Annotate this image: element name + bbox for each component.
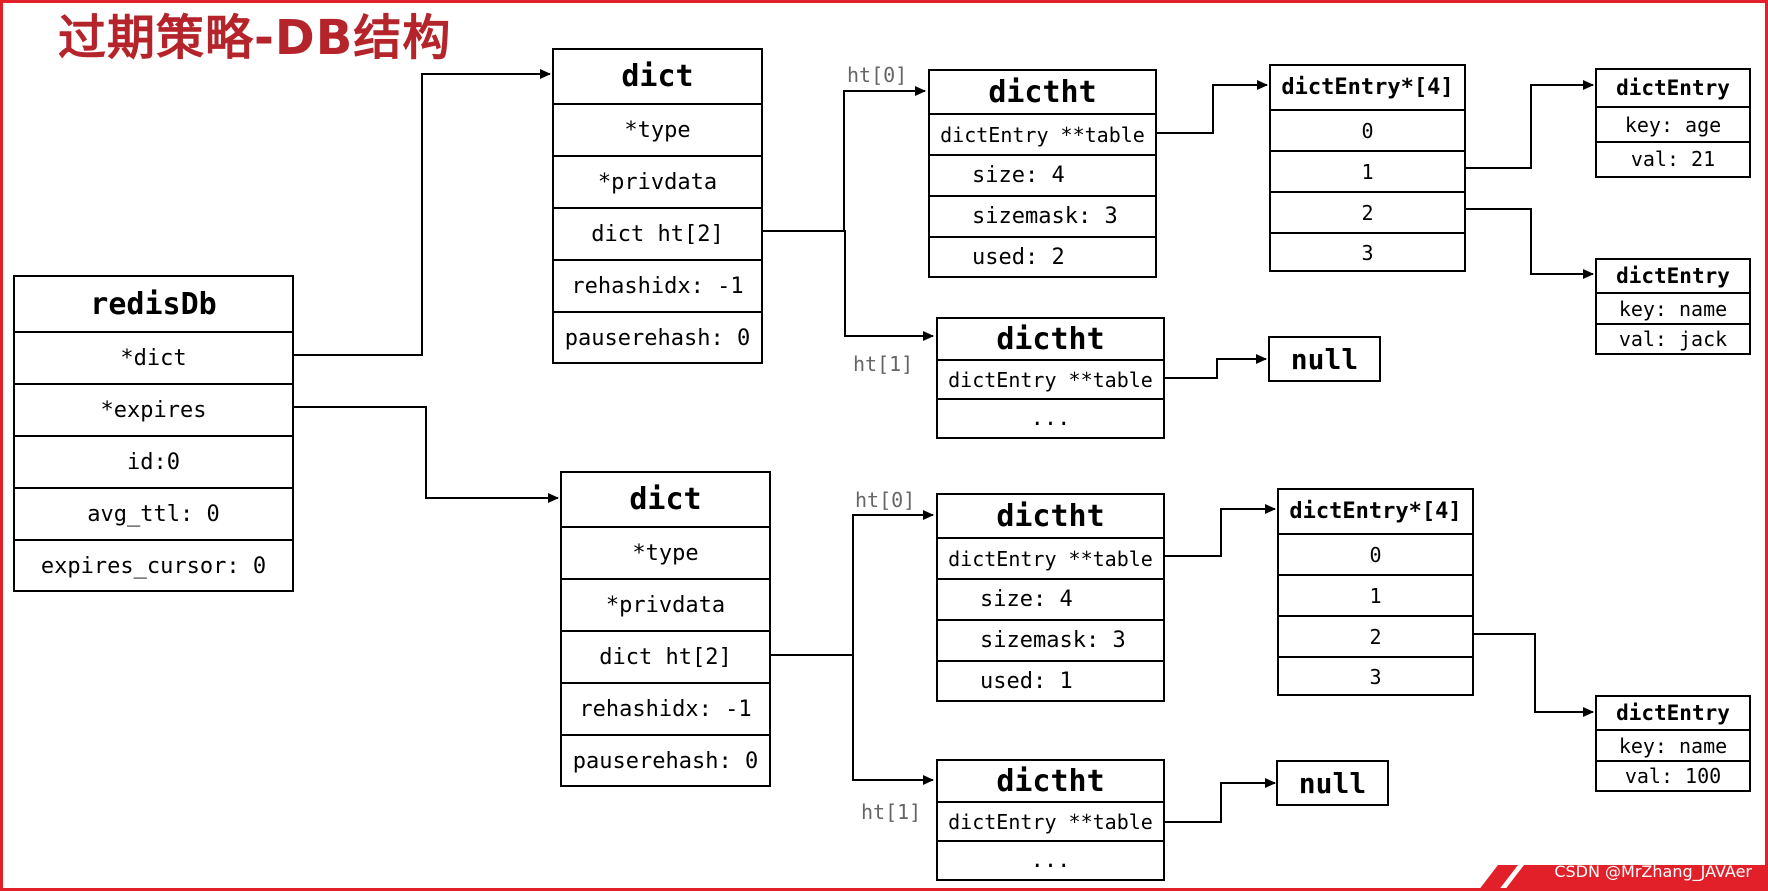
- dict-field-pauserehash: pauserehash: 0: [554, 311, 761, 364]
- wire-dict-top-ht1: [763, 230, 934, 341]
- dictht-field-ellipsis: ...: [938, 398, 1163, 436]
- dictht-title: dictht: [988, 74, 1097, 110]
- label-ht1: ht[1]: [861, 800, 922, 824]
- dictentry-title: dictEntry: [1616, 264, 1730, 288]
- dictht-box: dictht dictEntry **table ...: [936, 759, 1165, 881]
- label-ht0: ht[0]: [855, 488, 916, 512]
- dictht-box: dictht dictEntry **table size: 4 sizemas…: [928, 69, 1157, 278]
- dict-title: dict: [621, 59, 694, 94]
- corner-band: [1478, 865, 1768, 891]
- page-title: 过期策略-DB结构: [58, 10, 452, 66]
- dictht-field-used: used: 2: [930, 236, 1155, 277]
- dict-field-ht: dict ht[2]: [554, 207, 761, 259]
- dictht-field-sizemask: sizemask: 3: [930, 195, 1155, 236]
- wire-dict-bottom-ht1: [771, 654, 934, 785]
- redisdb-field-expires-cursor: expires_cursor: 0: [15, 539, 292, 592]
- wire-redisdb-expires-to-dict: [293, 406, 559, 503]
- dict-field-rehashidx: rehashidx: -1: [554, 259, 761, 311]
- array-slot: 2: [1271, 191, 1464, 232]
- dictentry-box: dictEntry key: name val: 100: [1595, 695, 1751, 792]
- dictht-box: dictht dictEntry **table ...: [936, 317, 1165, 439]
- dictht-title: dictht: [996, 763, 1105, 799]
- array-slot: 0: [1279, 533, 1472, 574]
- redisdb-field-id: id:0: [15, 435, 292, 487]
- dict-field-pauserehash: pauserehash: 0: [562, 734, 769, 787]
- dict-field-rehashidx: rehashidx: -1: [562, 682, 769, 734]
- dictht-field-table: dictEntry **table: [938, 801, 1163, 840]
- wire-top1-table-to-null: [1165, 354, 1267, 379]
- dict-field-privdata: *privdata: [562, 578, 769, 630]
- dictht-field-ellipsis: ...: [938, 840, 1163, 878]
- label-ht1: ht[1]: [853, 352, 914, 376]
- dictht-title: dictht: [996, 498, 1105, 534]
- dictentry-box: dictEntry key: name val: jack: [1595, 258, 1751, 355]
- array-slot: 1: [1271, 150, 1464, 191]
- null-box: null: [1268, 336, 1381, 382]
- dictentry-key: key: age: [1597, 106, 1749, 141]
- dictentry-title: dictEntry: [1616, 701, 1730, 725]
- wire-top0-table-to-array: [1157, 80, 1268, 134]
- wire-bottom1-table-to-null: [1165, 778, 1276, 823]
- dict-box-top: dict *type *privdata dict ht[2] rehashid…: [552, 48, 763, 364]
- dict-field-privdata: *privdata: [554, 155, 761, 207]
- label-ht0: ht[0]: [847, 63, 908, 87]
- dict-field-ht: dict ht[2]: [562, 630, 769, 682]
- null-box: null: [1276, 760, 1389, 806]
- dictht-field-size: size: 4: [938, 578, 1163, 619]
- array-title: dictEntry*[4]: [1281, 75, 1454, 100]
- wire-array-bottom-slot2-to-entry: [1474, 633, 1594, 717]
- wire-bottom0-table-to-array: [1165, 504, 1276, 557]
- dictht-field-size: size: 4: [930, 154, 1155, 195]
- dictentry-array-box: dictEntry*[4] 0 1 2 3: [1277, 488, 1474, 696]
- array-slot: 2: [1279, 615, 1472, 656]
- dictht-field-table: dictEntry **table: [938, 359, 1163, 398]
- array-title: dictEntry*[4]: [1289, 499, 1462, 524]
- dict-title: dict: [629, 482, 702, 517]
- dictentry-key: key: name: [1597, 729, 1749, 760]
- wire-redisdb-dict-to-dict: [293, 69, 551, 356]
- redisdb-field-expires: *expires: [15, 383, 292, 435]
- dictht-title: dictht: [996, 321, 1105, 357]
- dictentry-val: val: 21: [1597, 141, 1749, 175]
- dictht-field-used: used: 1: [938, 660, 1163, 701]
- dict-box-bottom: dict *type *privdata dict ht[2] rehashid…: [560, 471, 771, 787]
- redisdb-field-dict: *dict: [15, 331, 292, 383]
- dictentry-key: key: name: [1597, 292, 1749, 323]
- dictht-field-table: dictEntry **table: [938, 537, 1163, 578]
- array-slot: 0: [1271, 109, 1464, 150]
- redisdb-box: redisDb *dict *expires id:0 avg_ttl: 0 e…: [13, 275, 294, 592]
- dictht-field-sizemask: sizemask: 3: [938, 619, 1163, 660]
- redisdb-title: redisDb: [90, 286, 217, 322]
- csdn-watermark: CSDN @MrZhang_JAVAer: [1554, 862, 1752, 881]
- dict-field-type: *type: [554, 103, 761, 155]
- dictentry-val: val: 100: [1597, 760, 1749, 789]
- wire-array-top-slot2-to-entry: [1466, 208, 1594, 279]
- dict-field-type: *type: [562, 526, 769, 578]
- redisdb-field-avg-ttl: avg_ttl: 0: [15, 487, 292, 539]
- wire-array-top-slot1-to-entry: [1466, 80, 1594, 169]
- dictentry-array-box: dictEntry*[4] 0 1 2 3: [1269, 64, 1466, 272]
- array-slot: 1: [1279, 574, 1472, 615]
- dictht-field-table: dictEntry **table: [930, 113, 1155, 154]
- dictentry-title: dictEntry: [1616, 76, 1730, 100]
- wire-dict-bottom-ht0: [771, 510, 934, 656]
- wire-dict-top-ht0: [763, 86, 926, 232]
- array-slot: 3: [1279, 656, 1472, 696]
- dictentry-val: val: jack: [1597, 323, 1749, 352]
- dictht-box: dictht dictEntry **table size: 4 sizemas…: [936, 493, 1165, 702]
- array-slot: 3: [1271, 232, 1464, 272]
- dictentry-box: dictEntry key: age val: 21: [1595, 68, 1751, 178]
